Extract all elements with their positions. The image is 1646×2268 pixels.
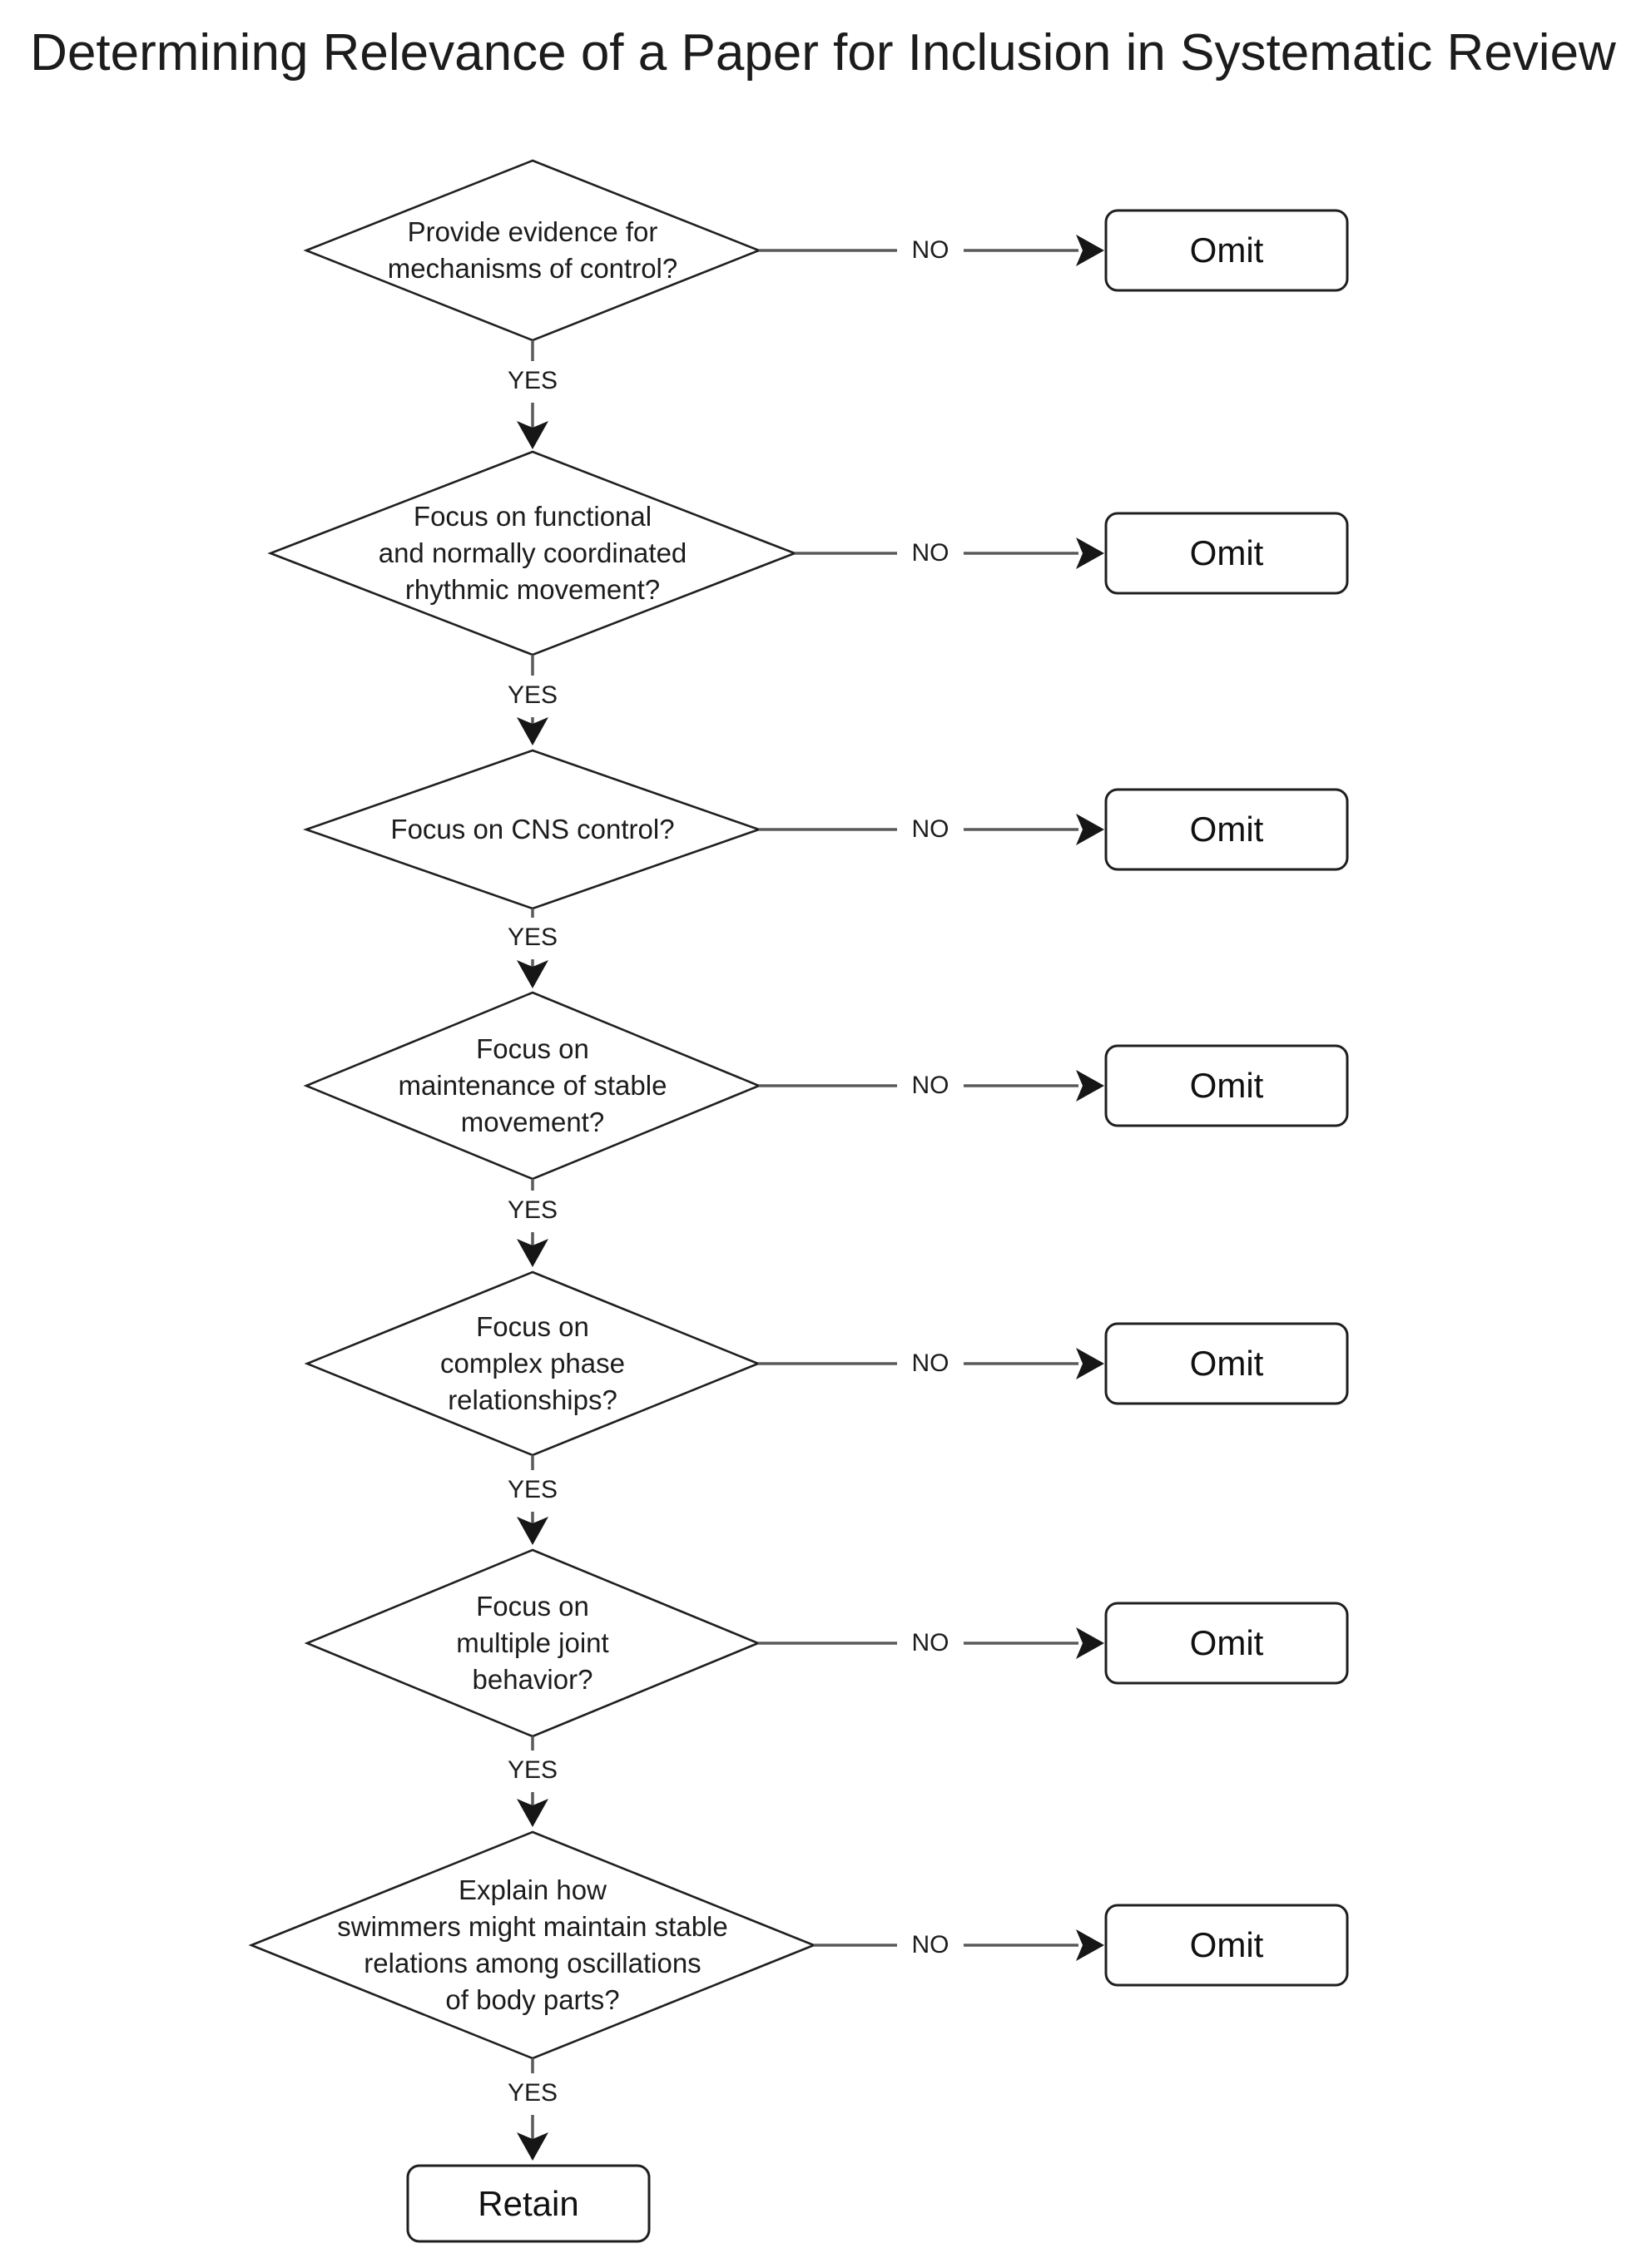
omit-box-4 xyxy=(1104,1044,1349,1127)
arrowhead-down-icon xyxy=(517,1517,548,1545)
omit-label-2: Omit xyxy=(1189,533,1264,572)
no-label-1: NO xyxy=(911,236,949,264)
arrowhead-down-icon xyxy=(517,960,548,988)
arrowhead-down-icon xyxy=(517,2132,548,2161)
omit-label-1: Omit xyxy=(1189,230,1264,270)
arrowhead-down-icon xyxy=(517,421,548,449)
decision-question-5: Focus on complex phase relationships? xyxy=(440,1311,625,1415)
yes-label-2: YES xyxy=(507,681,558,709)
yes-label-6: YES xyxy=(507,1756,558,1784)
omit-label-7: Omit xyxy=(1189,1925,1264,1964)
yes-label-1: YES xyxy=(507,367,558,394)
omit-box-3 xyxy=(1104,788,1349,871)
no-label-4: NO xyxy=(911,1072,949,1099)
omit-label-4: Omit xyxy=(1189,1066,1264,1105)
arrowhead-right-icon xyxy=(1076,235,1104,266)
omit-label-5: Omit xyxy=(1189,1344,1264,1383)
diagram-title: Determining Relevance of a Paper for Inc… xyxy=(30,24,1616,82)
arrowhead-right-icon xyxy=(1076,814,1104,845)
omit-label-6: Omit xyxy=(1189,1623,1264,1662)
arrowhead-right-icon xyxy=(1076,537,1104,569)
decision-question-4: Focus on maintenance of stable movement? xyxy=(398,1033,667,1137)
arrowhead-down-icon xyxy=(517,717,548,745)
decision-question-7: Explain how swimmers might maintain stab… xyxy=(337,1874,728,2015)
no-label-5: NO xyxy=(911,1349,949,1377)
decision-question-2: Focus on functional and normally coordin… xyxy=(378,501,687,605)
omit-box-2 xyxy=(1104,512,1349,595)
yes-label-4: YES xyxy=(507,1196,558,1224)
retain-label: Retain xyxy=(478,2183,579,2223)
yes-label-3: YES xyxy=(507,924,558,951)
decision-question-1: Provide evidence for mechanisms of contr… xyxy=(387,216,678,284)
no-label-3: NO xyxy=(911,815,949,843)
omit-box-1 xyxy=(1104,209,1349,292)
yes-label-7: YES xyxy=(507,2079,558,2107)
arrowhead-right-icon xyxy=(1076,1348,1104,1379)
omit-box-7 xyxy=(1104,1904,1349,1987)
no-label-2: NO xyxy=(911,539,949,567)
decision-question-3: Focus on CNS control? xyxy=(390,814,675,844)
no-label-6: NO xyxy=(911,1629,949,1656)
retain-box xyxy=(406,2164,651,2243)
omit-box-5 xyxy=(1104,1322,1349,1405)
no-label-7: NO xyxy=(911,1931,949,1959)
arrowhead-right-icon xyxy=(1076,1627,1104,1659)
decision-question-6: Focus on multiple joint behavior? xyxy=(456,1591,609,1695)
arrowhead-down-icon xyxy=(517,1239,548,1267)
yes-label-5: YES xyxy=(507,1476,558,1503)
arrowhead-right-icon xyxy=(1076,1929,1104,1961)
arrowhead-down-icon xyxy=(517,1799,548,1827)
omit-label-3: Omit xyxy=(1189,810,1264,849)
omit-box-6 xyxy=(1104,1602,1349,1685)
arrowhead-right-icon xyxy=(1076,1070,1104,1102)
